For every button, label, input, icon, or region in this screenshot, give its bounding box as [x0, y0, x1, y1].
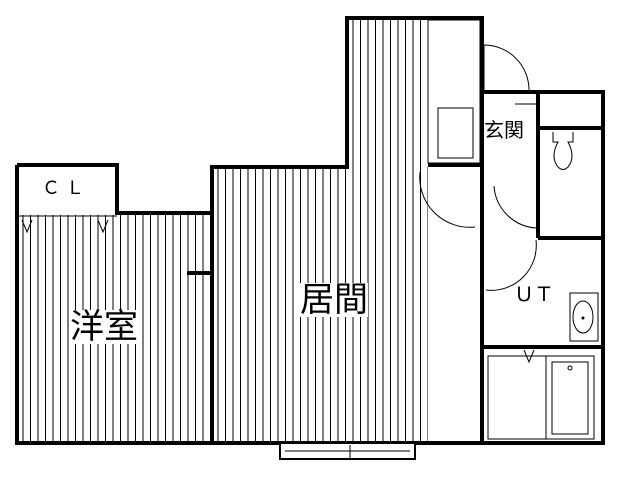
room-label-unit-toilet: ＵＴ — [514, 282, 554, 306]
room-label-western-room: 洋室 — [70, 307, 138, 347]
room-label-entrance: 玄関 — [484, 118, 524, 142]
sink — [437, 107, 474, 159]
bathtub-icon — [487, 355, 595, 440]
window — [279, 442, 416, 460]
room-label-closet: ＣＬ — [42, 178, 90, 199]
living-upper-floor — [347, 20, 427, 170]
closet-area — [17, 167, 115, 213]
door-swings — [419, 44, 538, 291]
room-label-living: 居間 — [300, 280, 368, 320]
toilet-icon — [552, 132, 574, 170]
walls — [15, 16, 605, 445]
